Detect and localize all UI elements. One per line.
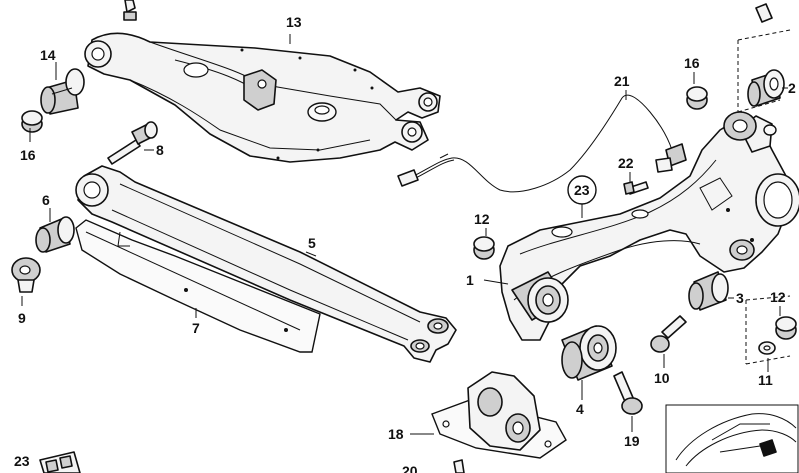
bushing-16-right xyxy=(686,86,708,110)
label-2: 2 xyxy=(788,80,796,96)
bolt-8 xyxy=(107,121,158,165)
bushing-in-carrier xyxy=(511,271,569,323)
connector-23 xyxy=(39,451,81,473)
label-21: 21 xyxy=(614,73,630,89)
label-16-right: 16 xyxy=(684,55,700,71)
inset-car-location xyxy=(665,404,799,473)
label-23-callout: 23 xyxy=(574,182,590,198)
rubber-mount-3 xyxy=(688,271,729,311)
label-10: 10 xyxy=(654,370,670,386)
lower-wishbone-5 xyxy=(75,165,457,363)
bushing-12-right xyxy=(775,316,797,340)
rubber-mount-2 xyxy=(747,69,785,107)
label-8: 8 xyxy=(156,142,164,158)
upper-control-arm xyxy=(84,32,441,163)
bushing-9 xyxy=(11,257,41,293)
label-14: 14 xyxy=(40,47,56,63)
rubber-mount-14 xyxy=(40,68,85,115)
bolt-22 xyxy=(623,181,649,195)
bolt-top-right xyxy=(755,3,773,23)
callout-circle-23 xyxy=(567,175,597,205)
label-9: 9 xyxy=(18,310,26,326)
bushing-16-left xyxy=(21,110,43,133)
label-12-center: 12 xyxy=(474,211,490,227)
part-number-labels: 13 14 16 8 6 9 7 5 1 12 23 21 22 16 2 3 … xyxy=(14,14,796,473)
bolt-10 xyxy=(650,315,687,353)
label-13: 13 xyxy=(286,14,302,30)
bushing-12-center xyxy=(473,236,495,260)
label-3: 3 xyxy=(736,290,744,306)
rubber-mount-4 xyxy=(561,325,617,381)
mount-bracket-18 xyxy=(431,371,567,459)
washer-11 xyxy=(758,341,776,355)
label-22: 22 xyxy=(618,155,634,171)
bolt-20 xyxy=(453,459,465,473)
label-19: 19 xyxy=(624,433,640,449)
label-5: 5 xyxy=(308,235,316,251)
label-4: 4 xyxy=(576,401,584,417)
guide-line-top-right xyxy=(737,29,791,113)
label-16-left: 16 xyxy=(20,147,36,163)
leader-lines xyxy=(21,34,788,435)
label-6: 6 xyxy=(42,192,50,208)
label-12-right: 12 xyxy=(770,289,786,305)
rubber-mount-6 xyxy=(35,216,75,253)
label-1: 1 xyxy=(466,272,474,288)
label-18: 18 xyxy=(388,426,404,442)
label-7: 7 xyxy=(192,320,200,336)
label-11: 11 xyxy=(758,372,773,388)
label-20: 20 xyxy=(402,463,418,473)
speed-sensor-cable-21 xyxy=(397,94,687,193)
bolt-top-left xyxy=(123,0,137,21)
label-23-bottom: 23 xyxy=(14,453,30,469)
wheel-carrier-1 xyxy=(499,111,799,341)
bolt-19 xyxy=(613,371,643,415)
cover-panel-7 xyxy=(75,219,321,353)
